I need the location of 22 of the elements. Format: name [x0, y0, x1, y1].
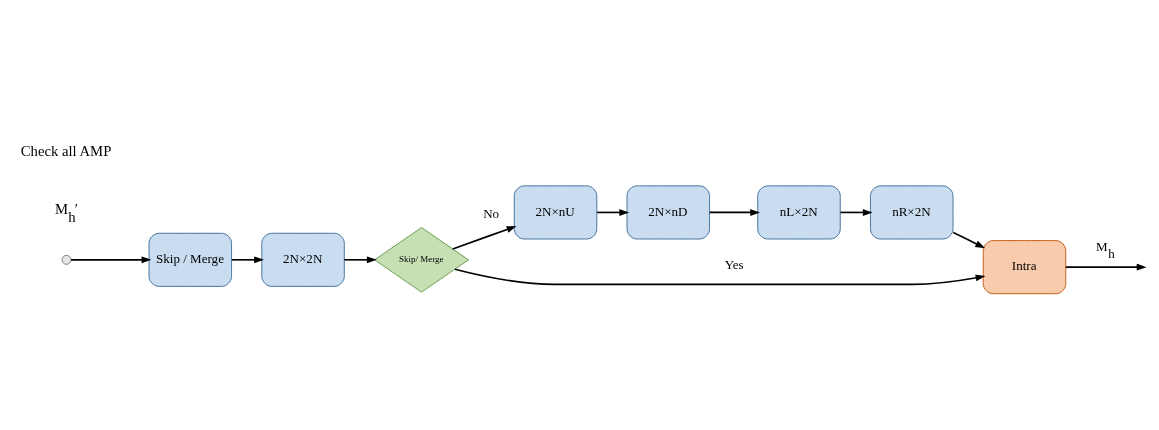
arrow: [231, 255, 264, 263]
arrow: [839, 208, 873, 216]
arrow: [451, 225, 517, 250]
node-circle: [61, 254, 72, 265]
node-box: Intra: [982, 239, 1067, 294]
arrow: [952, 231, 986, 248]
node-box: nL×2N: [757, 184, 841, 239]
arrow: [1065, 263, 1147, 271]
node-box: nR×2N: [870, 184, 954, 239]
edge-label: Yes: [724, 256, 744, 272]
node-box: Skip / Merge: [148, 232, 233, 287]
edge-label: No: [483, 205, 500, 221]
arrow: [708, 208, 761, 216]
node-diamond: Skip/ Merge: [374, 226, 469, 293]
arrow: [70, 255, 152, 263]
node-box: 2N×2N: [261, 232, 345, 287]
node-box: 2N×nD: [626, 184, 710, 239]
arrow: [343, 255, 377, 263]
arrow: [596, 208, 630, 216]
label: Check all AMP: [20, 142, 112, 159]
arrow: [454, 268, 986, 285]
node-box: 2N×nU: [513, 184, 598, 239]
